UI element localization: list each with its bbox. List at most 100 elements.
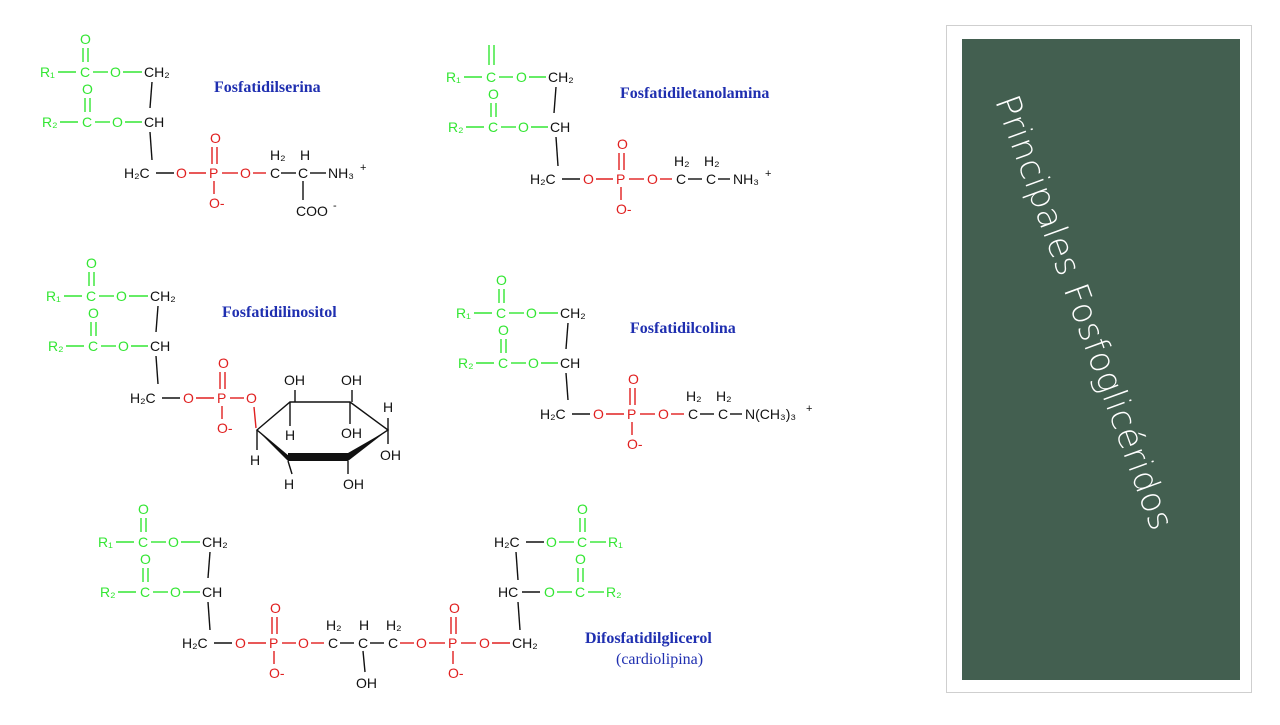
ethanolamine-head: C H₂ C H₂ NH₃ + (660, 153, 771, 187)
h2c-label: H₂C (530, 171, 556, 187)
phosphate-o: O (235, 635, 246, 651)
r1-label: R₁ (608, 534, 623, 550)
carbonyl-o: O (496, 272, 507, 288)
charge-plus: + (360, 162, 366, 174)
phosphate-o: O (298, 635, 309, 651)
acyl-groups: R₁ C O R₂ C O O (446, 45, 548, 135)
molecule-name: Fosfatidilcolina (630, 320, 736, 337)
ring-oh: OH (341, 425, 362, 441)
ester-o: O (518, 119, 529, 135)
ring-h: OH (343, 476, 364, 492)
right-acyl-groups: O C O R₁ O C O R₂ (544, 501, 623, 600)
phosphate-o: O (416, 635, 427, 651)
phosphate-o: O (246, 390, 257, 406)
carbonyl-c: C (488, 119, 498, 135)
h2c-label: H₂C (540, 406, 566, 422)
head-c: C (676, 171, 686, 187)
glycerol-backbone: CH₂ CH H₂C (130, 288, 180, 406)
choline-head: C H₂ C H₂ N(CH₃)₃ + (671, 388, 812, 422)
acyl-groups: R₁ C O O R₂ C O O (40, 31, 142, 130)
left-phosphate: O P O O- O (235, 600, 309, 681)
head-nh3: NH₃ (733, 171, 759, 187)
glycerol-backbone: CH₂ CH H₂C (540, 305, 590, 422)
charge-plus: + (765, 168, 771, 180)
head-h2: H₂ (704, 153, 720, 169)
r2-label: R₂ (42, 114, 58, 130)
ch2-label: CH₂ (512, 635, 538, 651)
head-h: H (300, 147, 310, 163)
phosphate-o: O (210, 130, 221, 146)
carbonyl-c: C (86, 288, 96, 304)
structures-svg: R₁ C O O R₂ C O O CH₂ CH H₂C O (40, 31, 812, 691)
ring-h: H (285, 427, 295, 443)
r2-label: R₂ (458, 355, 474, 371)
phosphate-group: O P O O- O (583, 136, 658, 217)
phosphate-o-minus: O- (209, 195, 225, 211)
r2-label: R₂ (606, 584, 622, 600)
central-h2: H₂ (326, 617, 342, 633)
head-c: C (298, 165, 308, 181)
right-glycerol: CH₂ HC H₂C (494, 534, 544, 651)
central-h2: H₂ (386, 617, 402, 633)
phosphate-o: O (183, 390, 194, 406)
r2-label: R₂ (100, 584, 116, 600)
r1-label: R₁ (446, 69, 461, 85)
carbonyl-c: C (88, 338, 98, 354)
h2c-label: H₂C (130, 390, 156, 406)
head-c: C (706, 171, 716, 187)
ch2-label: CH₂ (548, 69, 574, 85)
phosphorus: P (448, 635, 457, 651)
r1-label: R₁ (98, 534, 113, 550)
phosphate-o-minus: O- (616, 201, 632, 217)
carbonyl-c: C (575, 584, 585, 600)
charge-minus: - (333, 200, 337, 212)
phosphate-o-minus: O- (448, 665, 464, 681)
h2c-label: H₂C (124, 165, 150, 181)
central-h: H (359, 617, 369, 633)
head-c: C (688, 406, 698, 422)
carbonyl-c: C (486, 69, 496, 85)
acyl-groups: R₁ C O O R₂ C O O (46, 255, 148, 354)
ch2-label: CH₂ (560, 305, 586, 321)
phosphate-o: O (479, 635, 490, 651)
ester-o: O (544, 584, 555, 600)
molecule-fosfatidilcolina: R₁ C O O R₂ C O O CH₂ CH H₂C O (456, 272, 812, 452)
title-panel: Principales Fosfoglicéridos (962, 39, 1240, 680)
head-c: C (718, 406, 728, 422)
phosphorus: P (217, 390, 226, 406)
ch-label: CH (150, 338, 170, 354)
phosphate-o: O (218, 355, 229, 371)
serine-head: C H₂ C H NH₃ + COO - (253, 147, 366, 219)
head-c: C (270, 165, 280, 181)
carbonyl-c: C (577, 534, 587, 550)
phosphate-o-minus: O- (627, 436, 643, 452)
ch-label: CH (144, 114, 164, 130)
glycerol-backbone: CH₂ CH H₂C (530, 69, 580, 187)
carbonyl-o: O (82, 81, 93, 97)
ester-o: O (528, 355, 539, 371)
phosphate-o: O (658, 406, 669, 422)
central-glycerol: C H₂ C H OH C H₂ (311, 617, 414, 691)
r1-label: R₁ (456, 305, 471, 321)
head-h2: H₂ (674, 153, 690, 169)
carbonyl-o: O (498, 322, 509, 338)
carbonyl-o: O (80, 31, 91, 47)
molecule-name: Fosfatidilserina (214, 79, 321, 96)
carbonyl-c: C (496, 305, 506, 321)
phosphate-o-minus: O- (217, 420, 233, 436)
central-c: C (388, 635, 398, 651)
left-acyl-groups: R₁ C O O R₂ C O O (98, 501, 200, 600)
h2c-label: H₂C (494, 534, 520, 550)
ester-o: O (118, 338, 129, 354)
r2-label: R₂ (48, 338, 64, 354)
ester-o: O (168, 534, 179, 550)
carbonyl-o: O (488, 86, 499, 102)
ester-o: O (116, 288, 127, 304)
phosphate-group: O P O O- O (183, 355, 257, 436)
r1-label: R₁ (40, 64, 55, 80)
ester-o: O (112, 114, 123, 130)
phosphate-o: O (628, 371, 639, 387)
central-c: C (358, 635, 368, 651)
carbonyl-c: C (82, 114, 92, 130)
phosphate-o: O (583, 171, 594, 187)
